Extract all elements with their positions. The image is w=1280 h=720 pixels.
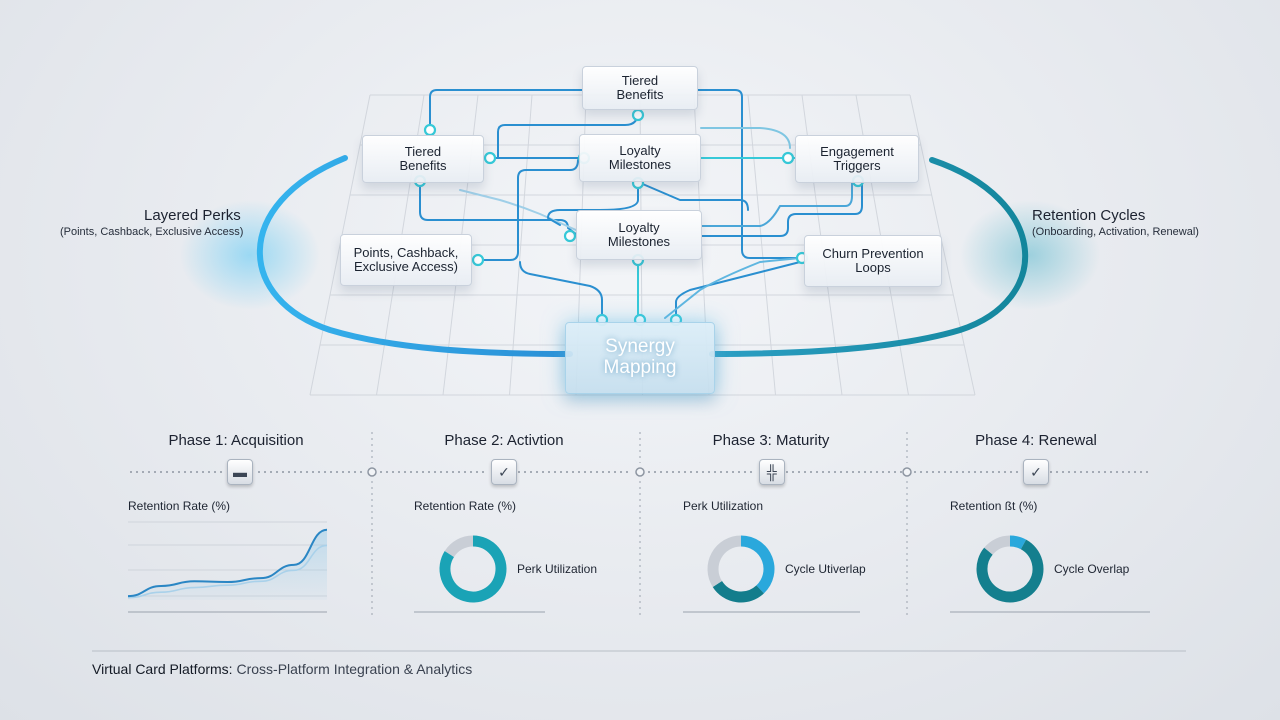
grid-icon[interactable]: ╬ <box>759 459 785 485</box>
node-loyalty-milestones-mid[interactable]: Loyalty Milestones <box>576 210 702 260</box>
line-chart-area <box>128 529 327 600</box>
connector-lines <box>413 89 865 327</box>
phase-3-title: Phase 3: Maturity <box>712 432 830 449</box>
connector-line <box>697 89 805 259</box>
node-synergy-mapping-hub[interactable]: Synergy Mapping <box>565 322 715 394</box>
node-label: Loyalty Milestones <box>608 143 672 172</box>
donut-phase-4-slice-3 <box>984 535 1011 555</box>
hub-label: Synergy Mapping <box>603 336 677 378</box>
connector-node-dot <box>423 123 437 137</box>
node-label: Churn Prevention Loops <box>822 246 924 275</box>
phase-4-metric-label: Retention ßt (%) <box>950 499 1038 513</box>
check-icon[interactable]: ✓ <box>491 459 517 485</box>
timeline-marker <box>902 467 912 477</box>
footer-title-strong: Virtual Card Platforms: <box>92 661 233 677</box>
check-icon[interactable]: ✓ <box>1023 459 1049 485</box>
node-churn-prevention[interactable]: Churn Prevention Loops <box>804 235 942 287</box>
footer-title-rest: Cross-Platform Integration & Analytics <box>232 661 473 677</box>
connector-node-dot <box>483 151 497 165</box>
line-chart-series-2 <box>127 544 328 599</box>
phase-4-side-label: Cycle Overlap <box>1054 562 1130 576</box>
left-arc <box>256 155 573 357</box>
left-arc-subtitle: (Points, Cashback, Exclusive Access) <box>60 226 244 238</box>
connector-line <box>637 181 749 211</box>
donut-phase-4-slice-2 <box>976 539 1044 603</box>
phase-charts <box>127 521 1150 613</box>
connector-line <box>675 261 801 319</box>
phase-4-title: Phase 4: Renewal <box>975 432 1097 449</box>
phase-3-glyph: ╬ <box>767 464 777 480</box>
connector-line <box>519 261 603 319</box>
phase-2-glyph: ✓ <box>498 463 510 480</box>
node-tiered-benefits-top[interactable]: Tiered Benefits <box>582 66 698 110</box>
connector-line <box>419 182 577 235</box>
connector-line <box>701 182 853 227</box>
phase-1-metric-label: Retention Rate (%) <box>128 499 231 513</box>
phase-timeline <box>130 432 1150 615</box>
connector-node-dot <box>631 108 645 122</box>
donut-phase-3-slice-3 <box>707 535 742 587</box>
node-points-cashback[interactable]: Points, Cashback, Exclusive Access) <box>340 234 472 286</box>
phase-3-side-label: Cycle Utiverlap <box>785 562 866 576</box>
connector-line <box>664 257 801 319</box>
timeline-marker <box>367 467 377 477</box>
donut-phase-3-slice-2 <box>712 580 764 603</box>
node-loyalty-milestones-top[interactable]: Loyalty Milestones <box>579 134 701 182</box>
left-arc-title: Layered Perks <box>144 207 241 224</box>
left-arc-glow <box>180 200 320 310</box>
connector-line <box>429 89 583 131</box>
donut-phase-2-slice-1 <box>439 535 507 603</box>
footer-title: Virtual Card Platforms: Cross-Platform I… <box>92 661 472 677</box>
right-arc-title: Retention Cycles <box>1032 207 1146 224</box>
connector-line <box>700 127 791 149</box>
node-label: Engagement Triggers <box>820 144 894 173</box>
donut-phase-4-slice-1 <box>1009 535 1027 550</box>
connector-line <box>459 189 577 231</box>
connector-node-dot <box>563 229 577 243</box>
node-tiered-benefits-left[interactable]: Tiered Benefits <box>362 135 484 183</box>
timeline-marker <box>635 467 645 477</box>
phase-2-title: Phase 2: Activtion <box>444 432 564 449</box>
phase-2-metric-label: Retention Rate (%) <box>414 499 517 513</box>
line-chart-series-1 <box>127 528 328 598</box>
phase-2-side-label: Perk Utilization <box>517 562 598 576</box>
phase-1-title: Phase 1: Acquisition <box>168 432 304 449</box>
phase-4-glyph: ✓ <box>1030 463 1042 480</box>
connector-line <box>701 182 863 237</box>
right-arc-subtitle: (Onboarding, Activation, Renewal) <box>1032 226 1199 238</box>
card-icon[interactable]: ▬ <box>227 459 253 485</box>
connector-node-dot <box>781 151 795 165</box>
donut-phase-3-slice-1 <box>740 535 775 594</box>
phase-3-metric-label: Perk Utilization <box>683 499 764 513</box>
node-label: Points, Cashback, Exclusive Access) <box>353 245 459 274</box>
phase-1-glyph: ▬ <box>233 464 247 480</box>
node-engagement-triggers[interactable]: Engagement Triggers <box>795 135 919 183</box>
right-arc <box>709 157 1029 357</box>
right-arc-glow <box>960 200 1100 310</box>
node-label: Tiered Benefits <box>616 73 664 102</box>
connector-line <box>471 159 579 261</box>
node-label: Loyalty Milestones <box>607 220 671 249</box>
connector-node-dot <box>471 253 485 267</box>
donut-phase-2-slice-2 <box>444 535 474 558</box>
node-label: Tiered Benefits <box>399 144 447 173</box>
